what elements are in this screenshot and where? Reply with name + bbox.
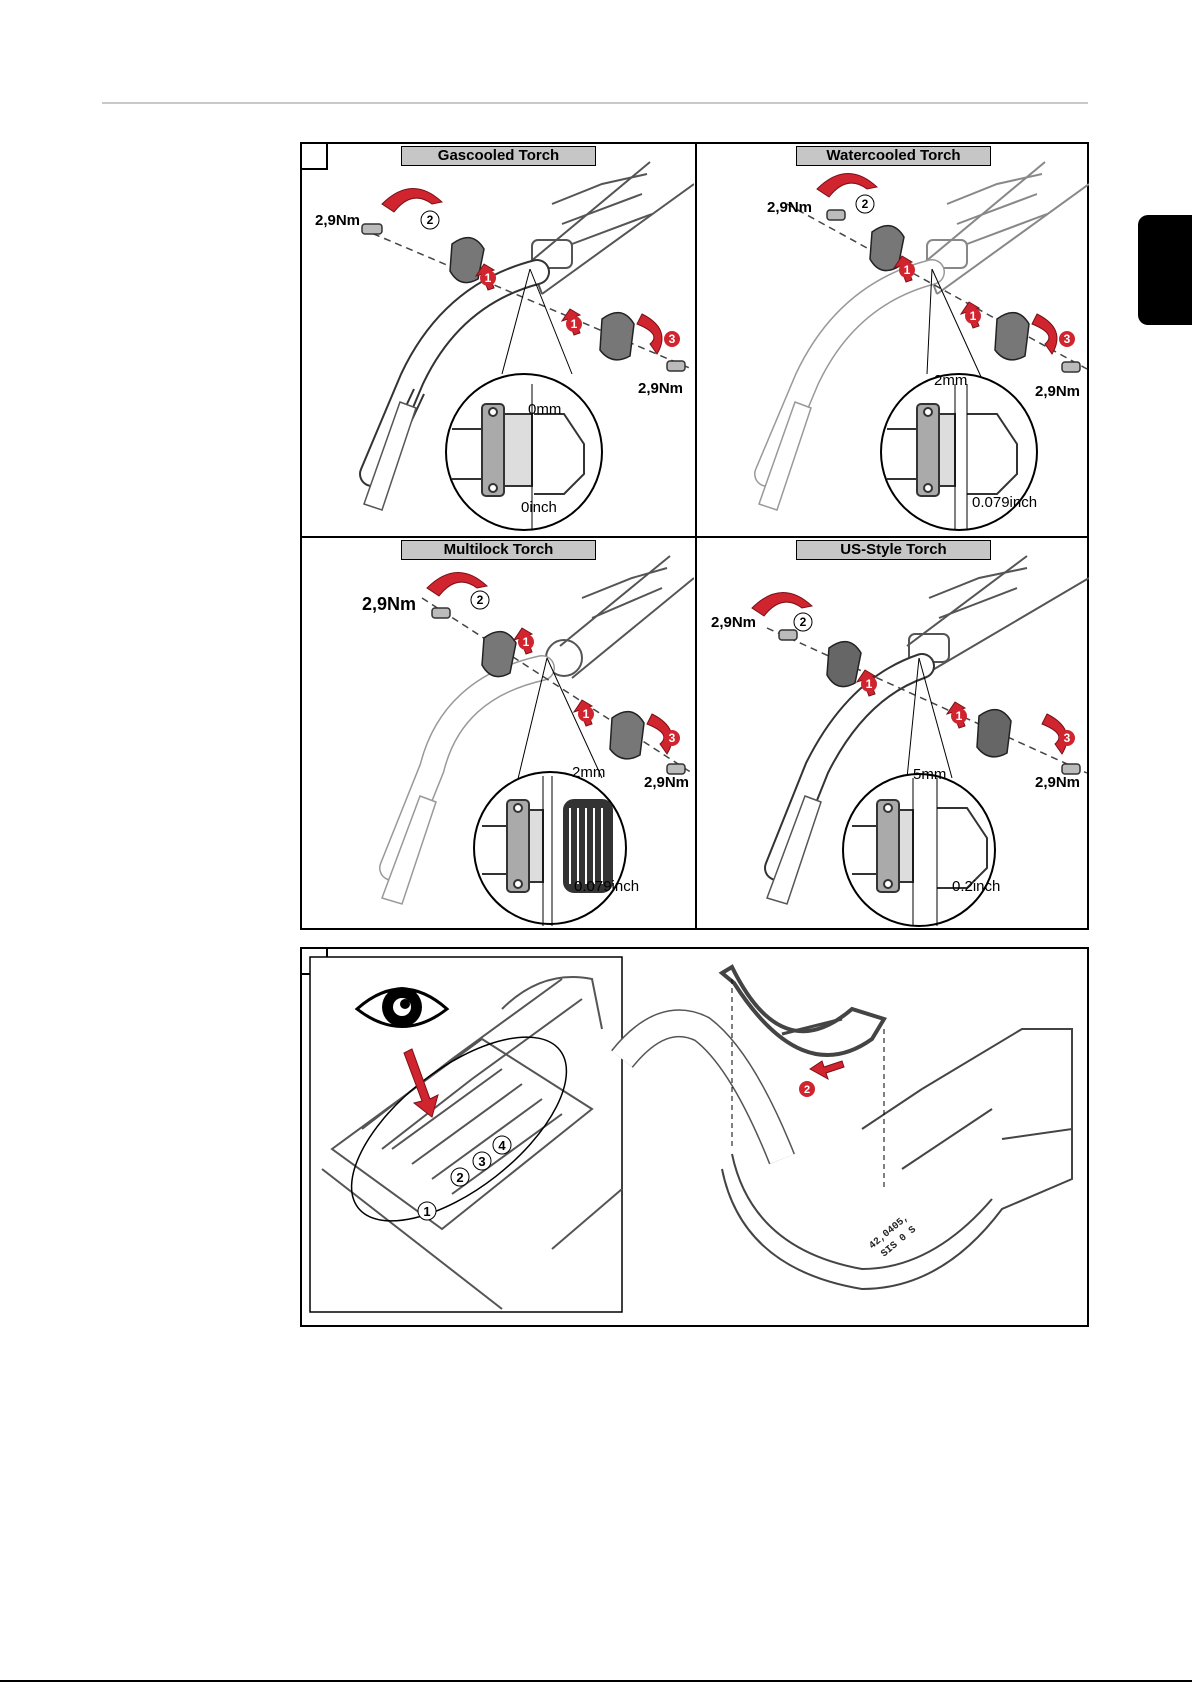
svg-text:2: 2: [800, 615, 807, 629]
gap-mm-label: 0mm: [528, 401, 561, 418]
svg-text:1: 1: [571, 317, 578, 331]
torque-label-screw-3: 2,9Nm: [644, 774, 689, 791]
torque-label-screw-2: 2,9Nm: [711, 614, 756, 631]
panel-gascooled-torch: 1 1 2 3 Gascooled Torch 2,9Nm 2,9Nm 0mm …: [302, 144, 694, 536]
panel-title: Gascooled Torch: [401, 146, 596, 166]
gap-mm-label: 2mm: [572, 764, 605, 781]
torque-label-screw-3: 2,9Nm: [638, 380, 683, 397]
gap-mm-label: 2mm: [934, 372, 967, 389]
svg-text:1: 1: [523, 635, 530, 649]
panel-title: Watercooled Torch: [796, 146, 991, 166]
us-style-illustration: 1 1 2 3: [697, 538, 1089, 930]
svg-text:1: 1: [956, 709, 963, 723]
panel-us-style-torch: 1 1 2 3 US-Style Torch 2,9Nm 2,9Nm 5mm 0…: [697, 538, 1089, 930]
svg-text:1: 1: [904, 263, 911, 277]
multilock-illustration: 1 1 2 3: [302, 538, 694, 930]
figure-insert-orientation: 1 2 3 4 2 42,0405, SIS 0 S: [300, 947, 1089, 1327]
svg-text:3: 3: [478, 1154, 485, 1169]
svg-text:3: 3: [1064, 731, 1071, 745]
gap-inch-label: 0.079inch: [972, 494, 1037, 511]
svg-text:3: 3: [669, 332, 676, 346]
panel-title: Multilock Torch: [401, 540, 596, 560]
gap-inch-label: 0.079inch: [574, 878, 639, 895]
svg-text:1: 1: [970, 309, 977, 323]
insert-illustration: 1 2 3 4 2 42,0405, SIS 0 S: [302, 949, 1087, 1325]
torque-label-screw-2: 2,9Nm: [362, 594, 416, 615]
svg-text:3: 3: [669, 731, 676, 745]
svg-text:1: 1: [485, 271, 492, 285]
gap-mm-label: 5mm: [913, 766, 946, 783]
gap-inch-label: 0inch: [521, 499, 557, 516]
svg-text:2: 2: [804, 1084, 810, 1096]
panel-multilock-torch: 1 1 2 3 Multilock Torch 2,9Nm 2,9Nm 2mm …: [302, 538, 694, 930]
svg-text:2: 2: [862, 197, 869, 211]
svg-text:1: 1: [423, 1204, 430, 1219]
clamp-icon: [722, 967, 884, 1055]
header-rule: [102, 102, 1088, 104]
chapter-tab: [1138, 215, 1192, 325]
svg-text:1: 1: [866, 677, 873, 691]
torque-label-screw-3: 2,9Nm: [1035, 774, 1080, 791]
panel-title: US-Style Torch: [796, 540, 991, 560]
torque-label-screw-2: 2,9Nm: [315, 212, 360, 229]
watercooled-illustration: 1 1 2 3: [697, 144, 1089, 536]
svg-text:4: 4: [498, 1138, 506, 1153]
svg-text:2: 2: [456, 1170, 463, 1185]
svg-text:2: 2: [477, 593, 484, 607]
footer-rule: [0, 1680, 1192, 1682]
torque-label-screw-3: 2,9Nm: [1035, 383, 1080, 400]
torque-label-screw-2: 2,9Nm: [767, 199, 812, 216]
svg-text:3: 3: [1064, 332, 1071, 346]
svg-text:1: 1: [583, 707, 590, 721]
svg-text:2: 2: [427, 213, 434, 227]
panel-watercooled-torch: 1 1 2 3 Watercooled Torch 2,9Nm 2,9Nm 2m…: [697, 144, 1089, 536]
gascooled-illustration: 1 1 2 3: [302, 144, 694, 536]
gap-inch-label: 0.2inch: [952, 878, 1000, 895]
figure-torch-clamp-mounting: 1 1 2 3 Gascooled Torch 2,9Nm 2,9Nm 0mm …: [300, 142, 1089, 930]
